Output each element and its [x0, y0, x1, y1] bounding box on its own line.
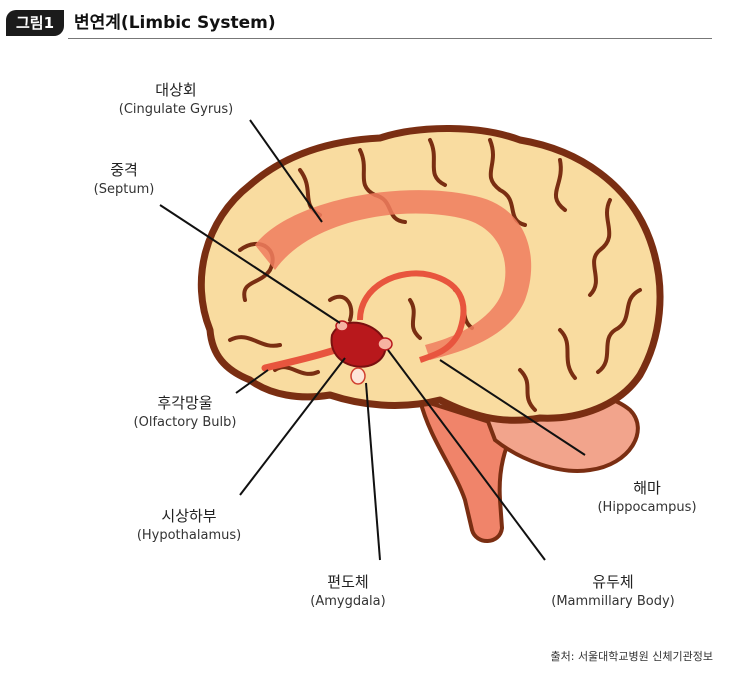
- label-hippocampus: 해마 (Hippocampus): [582, 478, 712, 518]
- label-septum-ko: 중격: [110, 161, 138, 179]
- mammillary-shape: [377, 337, 393, 351]
- label-olfactory-bulb: 후각망울 (Olfactory Bulb): [110, 393, 260, 433]
- label-hippocampus-ko: 해마: [633, 479, 661, 497]
- label-olfactory-ko: 후각망울: [157, 394, 213, 412]
- label-cingulate-ko: 대상회: [155, 81, 197, 99]
- label-septum: 중격 (Septum): [88, 160, 160, 200]
- label-cingulate-gyrus: 대상회 (Cingulate Gyrus): [110, 80, 242, 120]
- label-mammillary-en: (Mammillary Body): [551, 594, 675, 609]
- label-amygdala-ko: 편도체: [327, 573, 369, 591]
- figure-title: 변연계(Limbic System): [74, 13, 276, 33]
- label-amygdala: 편도체 (Amygdala): [298, 572, 398, 612]
- label-hypothalamus-en: (Hypothalamus): [136, 528, 242, 543]
- label-hypothalamus: 시상하부 (Hypothalamus): [124, 506, 254, 546]
- label-olfactory-en: (Olfactory Bulb): [133, 415, 237, 430]
- label-mammillary-ko: 유두체: [592, 573, 634, 591]
- figure-badge: 그림1: [6, 10, 64, 36]
- leader-olfactory: [235, 369, 269, 394]
- amygdala-shape: [350, 367, 366, 385]
- limbic-core: [330, 321, 387, 368]
- label-septum-en: (Septum): [93, 182, 155, 197]
- leader-hypothalamus: [239, 357, 346, 496]
- label-mammillary-body: 유두체 (Mammillary Body): [538, 572, 688, 612]
- fornix: [357, 270, 467, 363]
- label-amygdala-en: (Amygdala): [310, 594, 386, 609]
- leader-mammillary: [387, 349, 546, 561]
- source-credit: 출처: 서울대학교병원 신체기관정보: [550, 650, 714, 663]
- label-cingulate-en: (Cingulate Gyrus): [118, 102, 234, 117]
- leader-amygdala: [365, 382, 381, 561]
- leader-lines: [159, 119, 586, 561]
- leader-septum: [159, 204, 341, 324]
- label-hypothalamus-ko: 시상하부: [161, 507, 217, 525]
- olfactory-tract: [261, 346, 339, 372]
- leader-hippocampus: [439, 359, 586, 456]
- figure-header: 그림1 변연계(Limbic System): [6, 8, 712, 39]
- header-rule: [68, 38, 712, 39]
- gyri: [228, 138, 642, 412]
- label-hippocampus-en: (Hippocampus): [597, 500, 697, 515]
- leader-cingulate: [249, 119, 323, 223]
